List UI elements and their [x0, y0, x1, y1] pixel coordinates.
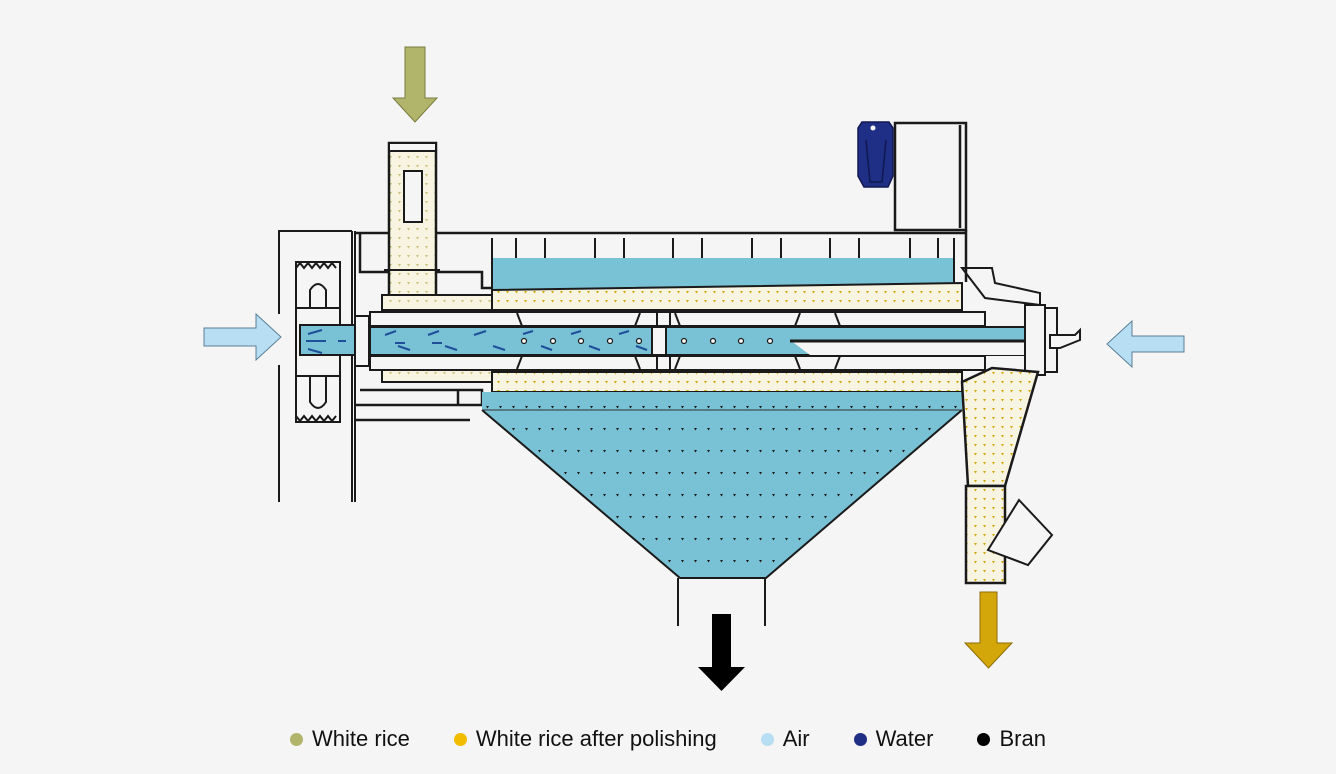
legend-label: Air	[782, 726, 810, 751]
main-shaft	[299, 315, 1031, 367]
legend-item-water: Water	[853, 726, 934, 752]
legend-item-air: Air	[760, 726, 810, 752]
lower-rice-layer	[381, 367, 963, 393]
polished-rice-dot-icon	[453, 732, 467, 746]
bran-hopper	[481, 392, 963, 626]
legend-label: White rice	[312, 726, 410, 751]
legend-item-bran: Bran	[977, 726, 1046, 752]
polished-rice-outlet-arrow-icon	[963, 591, 1014, 669]
legend-label: Water	[875, 726, 934, 751]
legend-label: White rice after polishing	[475, 726, 717, 751]
polished-rice-chute	[960, 366, 1054, 585]
right-end-housing	[959, 267, 1081, 376]
air-dot-icon	[760, 732, 774, 746]
legend: White rice White rice after polishing Ai…	[0, 726, 1336, 752]
bran-outlet-arrow-icon	[698, 614, 745, 691]
bran-dot-icon	[977, 732, 991, 746]
water-dot-icon	[853, 732, 867, 746]
control-box	[893, 121, 968, 282]
white-rice-dot-icon	[290, 732, 304, 746]
upper-chamber	[491, 238, 962, 291]
legend-item-polished-rice: White rice after polishing	[453, 726, 717, 752]
water-filter	[857, 121, 894, 188]
legend-label: Bran	[999, 726, 1046, 751]
air-inlet-right-arrow-icon	[1106, 319, 1185, 369]
rice-inlet-hopper	[384, 141, 440, 310]
legend-item-white-rice: White rice	[290, 726, 410, 752]
upper-rice-layer	[381, 281, 963, 311]
white-rice-inlet-arrow-icon	[391, 46, 439, 123]
air-inlet-left-arrow-icon	[203, 312, 282, 362]
